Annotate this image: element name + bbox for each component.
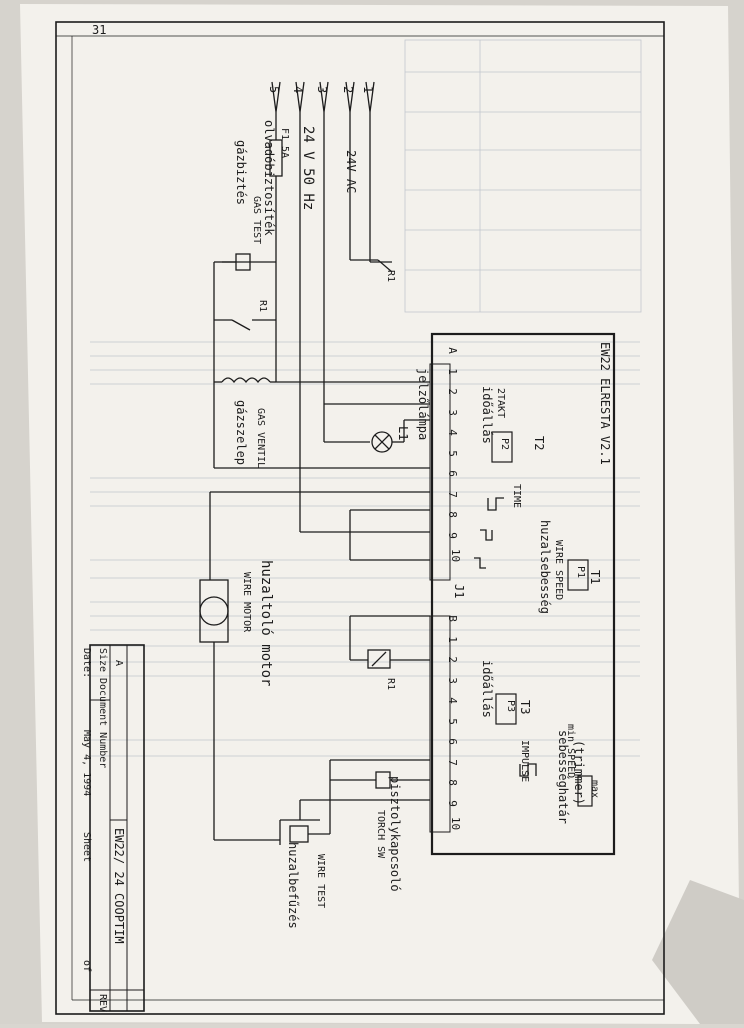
connector-pin: 1 [445, 367, 459, 375]
ac-supply-label: 24V AC [344, 150, 358, 194]
schematic-drawing [199, 81, 537, 845]
terminal-number: 4 [291, 86, 305, 94]
connector-pin: 9 [445, 799, 459, 807]
gas-valve-description: gázszelep [234, 400, 248, 466]
connector-j1-a [429, 363, 451, 581]
wire-speed-label: WIRE SPEED [553, 540, 564, 601]
fuse-id-label: F1 5A [279, 128, 290, 159]
relay-contact-label-3: R1 [385, 678, 396, 691]
connector-pin: 3 [445, 676, 459, 684]
connector-pin: 10 [449, 816, 463, 831]
connector-pin: 8 [445, 779, 459, 786]
motor-symbol [199, 596, 229, 626]
connector-pin: 10 [449, 548, 463, 563]
motor-label: WIRE MOTOR [241, 572, 252, 633]
control-board [430, 332, 616, 856]
connector-pin: A [445, 347, 459, 354]
connector-pin: B [445, 615, 459, 622]
fuse-description: olvadóbiztosíték [262, 120, 276, 236]
pot-p2 [491, 431, 513, 463]
terminal-number: 3 [315, 86, 329, 94]
connector-pin: 7 [445, 490, 459, 498]
connector-pin: 2 [445, 656, 459, 663]
torch-switch-description: pisztolykapcsoló [388, 776, 402, 892]
connector-pin: 5 [445, 449, 459, 457]
connector-pin: 7 [445, 758, 459, 766]
title-date-value: May 4, 1994 [81, 730, 92, 797]
pot-p3 [495, 693, 517, 725]
p3-label: P3 [505, 700, 516, 713]
lamp-id-label: L1 [396, 426, 410, 441]
connector-pin: 4 [445, 429, 459, 436]
board-title: EW22 ELRESTA V2.1 [598, 342, 612, 465]
title-size-label: Size [97, 648, 108, 673]
trimmer-box [577, 775, 593, 807]
title-rev-label: REV [97, 994, 108, 1013]
terminal-number: 5 [267, 86, 281, 94]
t1-label: T1 [588, 570, 602, 585]
pot-p1 [567, 559, 589, 591]
trimmer-description: (trimmer) [572, 740, 586, 806]
gas-test-label: GAS TEST [251, 196, 262, 245]
lamp-description: jelzőlámpa [416, 368, 430, 441]
gas-valve-label: GAS VENTIL [255, 408, 266, 469]
connector-pin: 4 [445, 697, 459, 704]
t2-description: időállás [480, 386, 494, 444]
terminal-number: 2 [341, 86, 355, 94]
gas-test-description: gázbiztés [234, 140, 248, 206]
supply-voltage-label: 24 V 50 Hz [300, 126, 316, 211]
connector-j1-label: J1 [452, 584, 466, 599]
torch-switch-label: TORCH SW [375, 810, 386, 859]
title-doc-label: Document Number [97, 678, 108, 769]
t2-label: T2 [532, 436, 546, 451]
connector-pin: 9 [445, 531, 459, 539]
title-date-label: Date: [81, 648, 92, 679]
wire-test-label: WIRE TEST [315, 854, 326, 909]
page-border [55, 21, 665, 1015]
connector-pin: 1 [445, 635, 459, 643]
connector-pin: 6 [445, 738, 459, 745]
connector-pin: 5 [445, 717, 459, 725]
connector-pin: 3 [445, 408, 459, 416]
time-waveform [487, 497, 504, 511]
t3-description: időállás [480, 660, 494, 718]
connector-pin: 6 [445, 470, 459, 477]
speed-limit-description: sebességhatár [556, 730, 570, 824]
title-of-label: of [81, 960, 92, 973]
p1-label: P1 [575, 566, 586, 579]
relay-contact-label-1: R1 [385, 270, 396, 283]
title-doc-value: EW22/ 24 COOPTIM [112, 828, 126, 944]
relay-contact-label-2: R1 [257, 300, 268, 313]
t3-label: T3 [518, 700, 532, 715]
title-size-value: A [113, 660, 124, 667]
time-label: TIME [511, 484, 522, 509]
impulse-waveform [519, 763, 537, 777]
relay-coil [367, 649, 391, 669]
terminal-number: 1 [361, 86, 375, 94]
max-label: max [589, 780, 600, 799]
paper-sheet [20, 4, 740, 1024]
connector-pin: 8 [445, 511, 459, 518]
connector-b [429, 615, 451, 833]
wire-test-description: huzalbefűzés [286, 842, 300, 929]
title-block [89, 644, 145, 1012]
page-mark: 31 [92, 23, 106, 37]
title-sheet-label: Sheet [81, 832, 92, 863]
bleed-through-table [90, 39, 642, 757]
connector-pin: 2 [445, 388, 459, 395]
t2-mode-label: 2TAKT [495, 388, 506, 419]
gas-valve-coil [221, 377, 271, 384]
wire-speed-description: huzalsebesség [538, 520, 552, 614]
folded-corner [652, 880, 744, 1024]
impulse-label: IMPULSE [519, 740, 530, 783]
p2-label: P2 [499, 438, 510, 451]
motor-description: huzaltoló motor [258, 560, 274, 687]
